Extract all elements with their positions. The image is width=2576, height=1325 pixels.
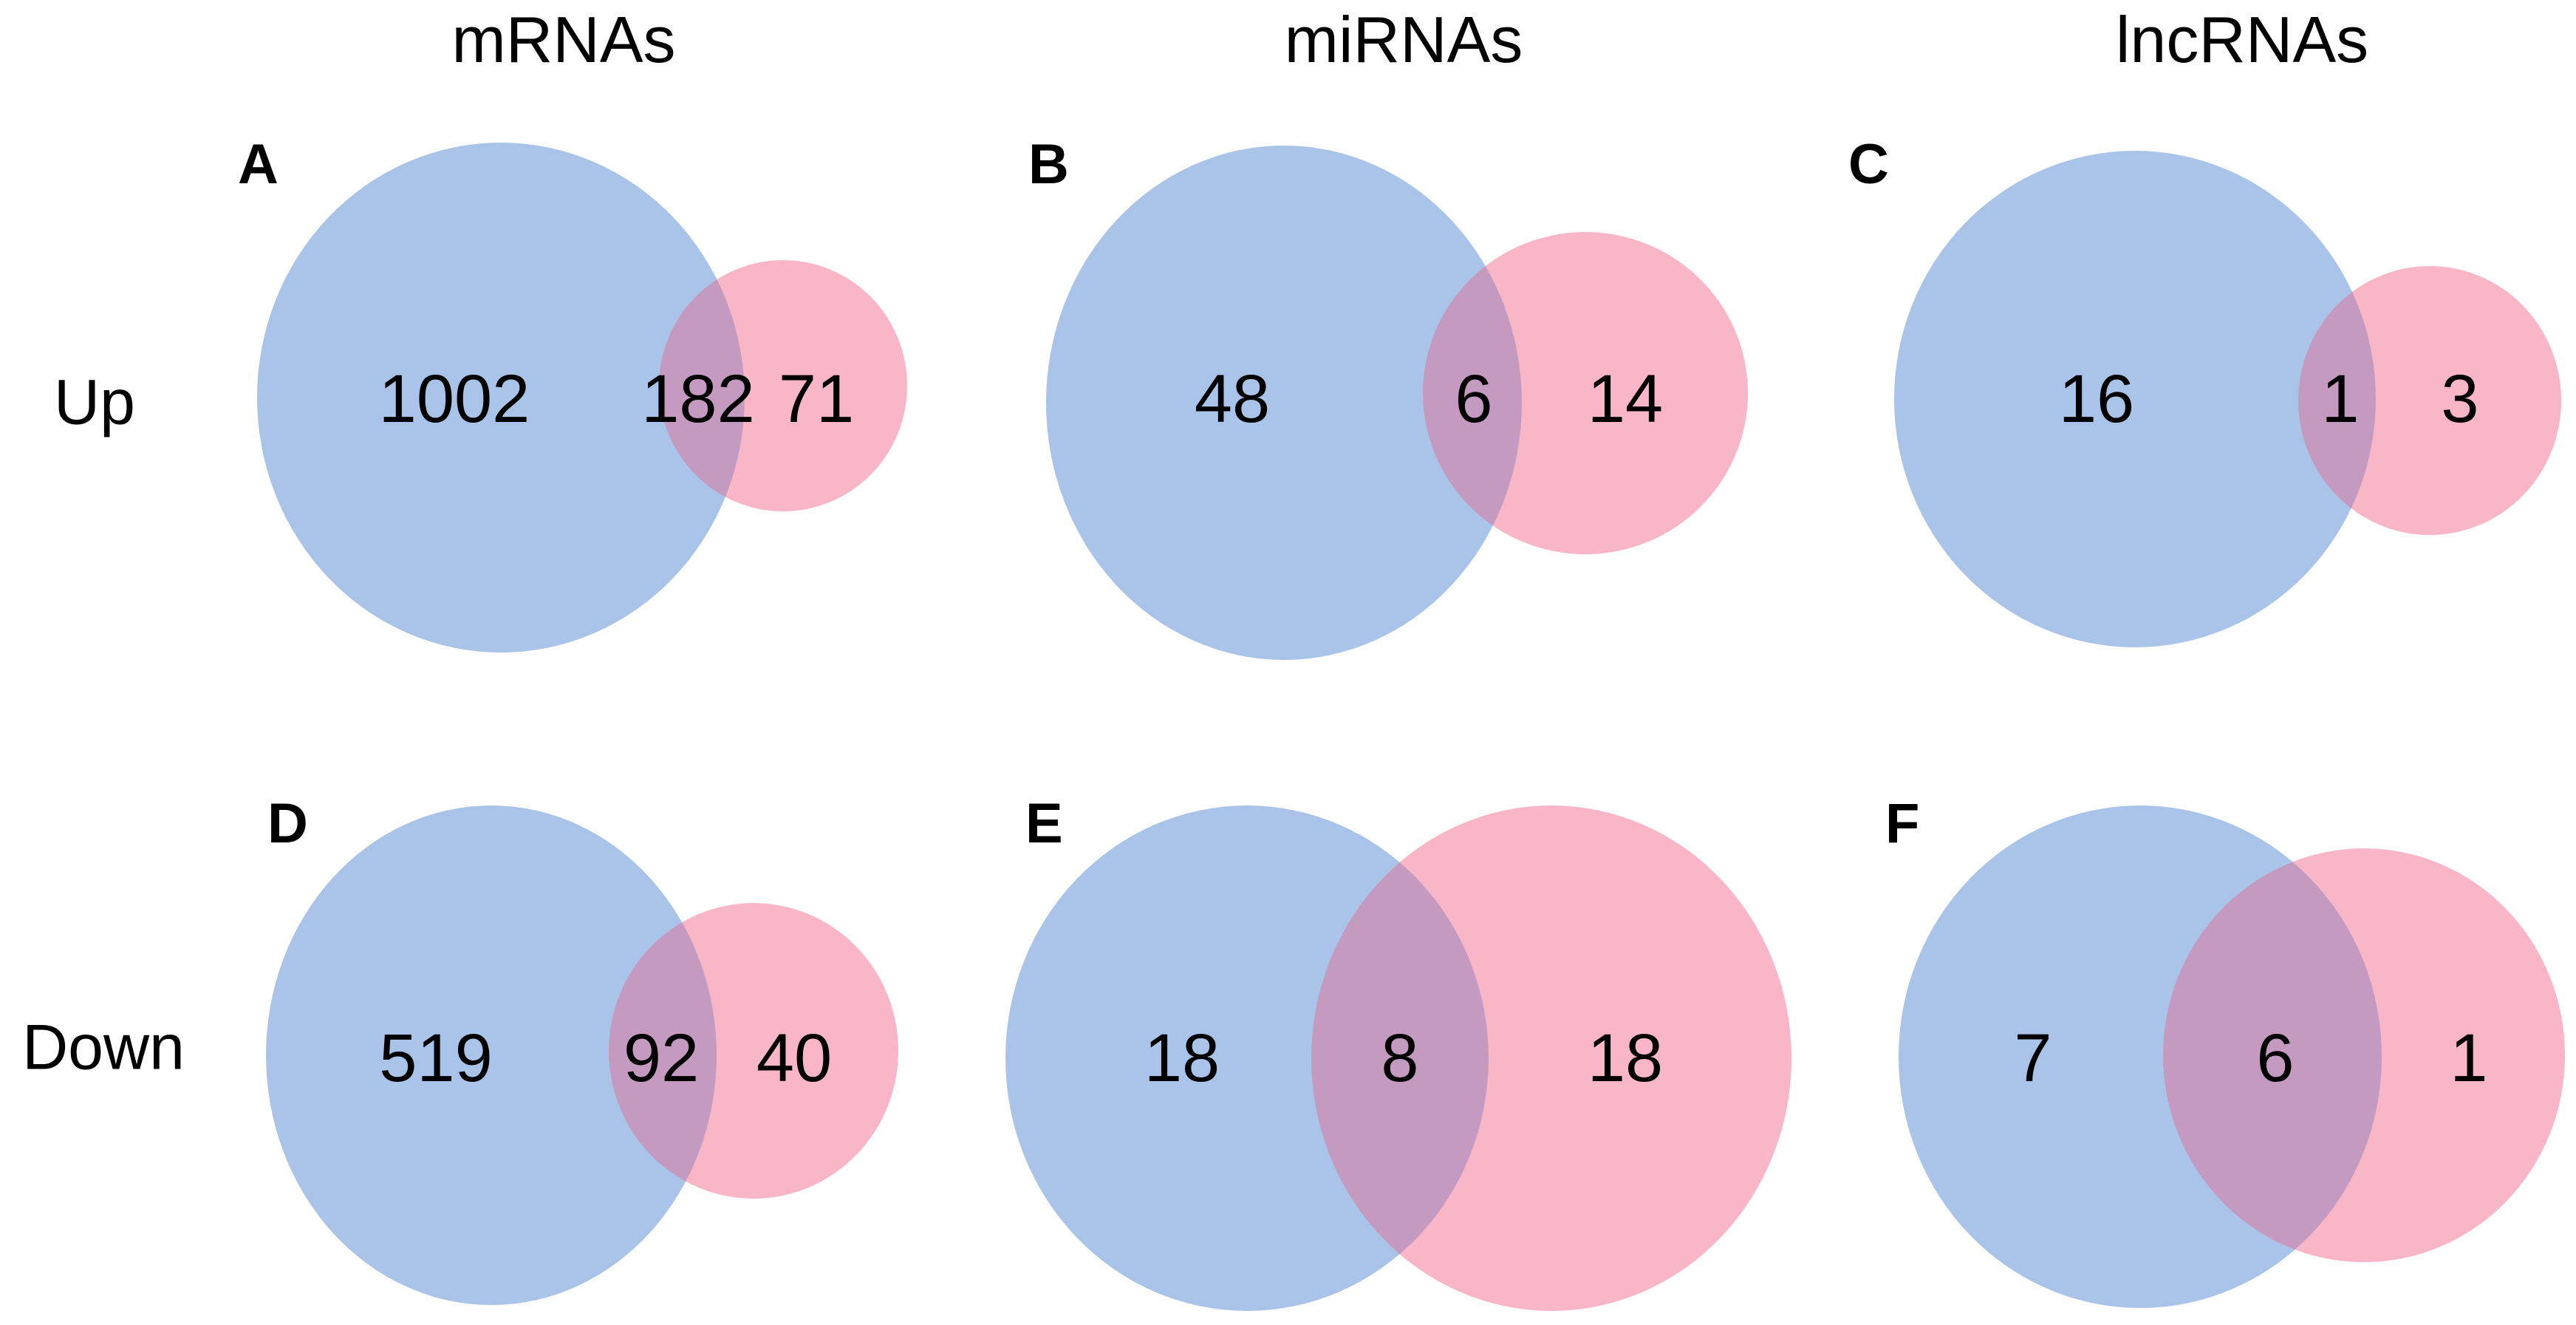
overlap-count: 1 (2321, 361, 2359, 437)
blue-only-count: 519 (379, 1021, 493, 1096)
venn-panel-D: D 519 92 40 (266, 792, 898, 1305)
blue-only-count: 7 (2014, 1021, 2051, 1096)
blue-set-ellipse (257, 143, 745, 653)
blue-only-count: 18 (1144, 1021, 1220, 1096)
venn-panel-B: B 48 6 14 (1028, 133, 1748, 660)
panel-letter: D (267, 792, 308, 855)
overlap-count: 8 (1381, 1021, 1418, 1096)
overlap-region (1311, 805, 1489, 1311)
blue-set-ellipse (1046, 146, 1522, 660)
panel-letter: B (1028, 133, 1069, 196)
blue-only-count: 16 (2059, 361, 2134, 437)
blue-only-count: 1002 (379, 361, 530, 437)
overlap-region (609, 903, 717, 1199)
pink-only-count: 71 (779, 361, 854, 437)
pink-only-count: 14 (1588, 361, 1663, 437)
pink-only-count: 1 (2450, 1021, 2487, 1096)
overlap-count: 92 (623, 1021, 699, 1096)
overlap-count: 182 (641, 361, 755, 437)
pink-only-count: 3 (2441, 361, 2478, 437)
panel-letter: E (1025, 792, 1063, 855)
venn-panel-F: F 7 6 1 (1885, 792, 2565, 1308)
venn-panel-A: A 1002 182 71 (238, 133, 907, 653)
venn-panel-C: C 16 1 3 (1848, 133, 2561, 647)
pink-only-count: 40 (756, 1021, 832, 1096)
overlap-region (2163, 848, 2382, 1262)
column-header-mrnas: mRNAs (451, 3, 676, 76)
blue-only-count: 48 (1195, 361, 1270, 437)
panel-letter: A (238, 133, 279, 196)
row-label-down: Down (22, 1012, 185, 1083)
column-header-lncrnas: lncRNAs (2115, 3, 2369, 76)
venn-panel-E: E 18 8 18 (1005, 792, 1791, 1311)
panel-letter: F (1885, 792, 1919, 855)
overlap-count: 6 (1455, 361, 1492, 437)
row-label-up: Up (54, 367, 135, 438)
overlap-region (659, 260, 745, 511)
panel-letter: C (1848, 133, 1889, 196)
blue-set-ellipse (1894, 151, 2376, 647)
overlap-count: 6 (2256, 1021, 2294, 1096)
overlap-region (2298, 266, 2376, 535)
column-header-mirnas: miRNAs (1284, 3, 1523, 76)
blue-set-ellipse (266, 805, 717, 1305)
overlap-region (1423, 232, 1522, 554)
pink-only-count: 18 (1588, 1021, 1663, 1096)
